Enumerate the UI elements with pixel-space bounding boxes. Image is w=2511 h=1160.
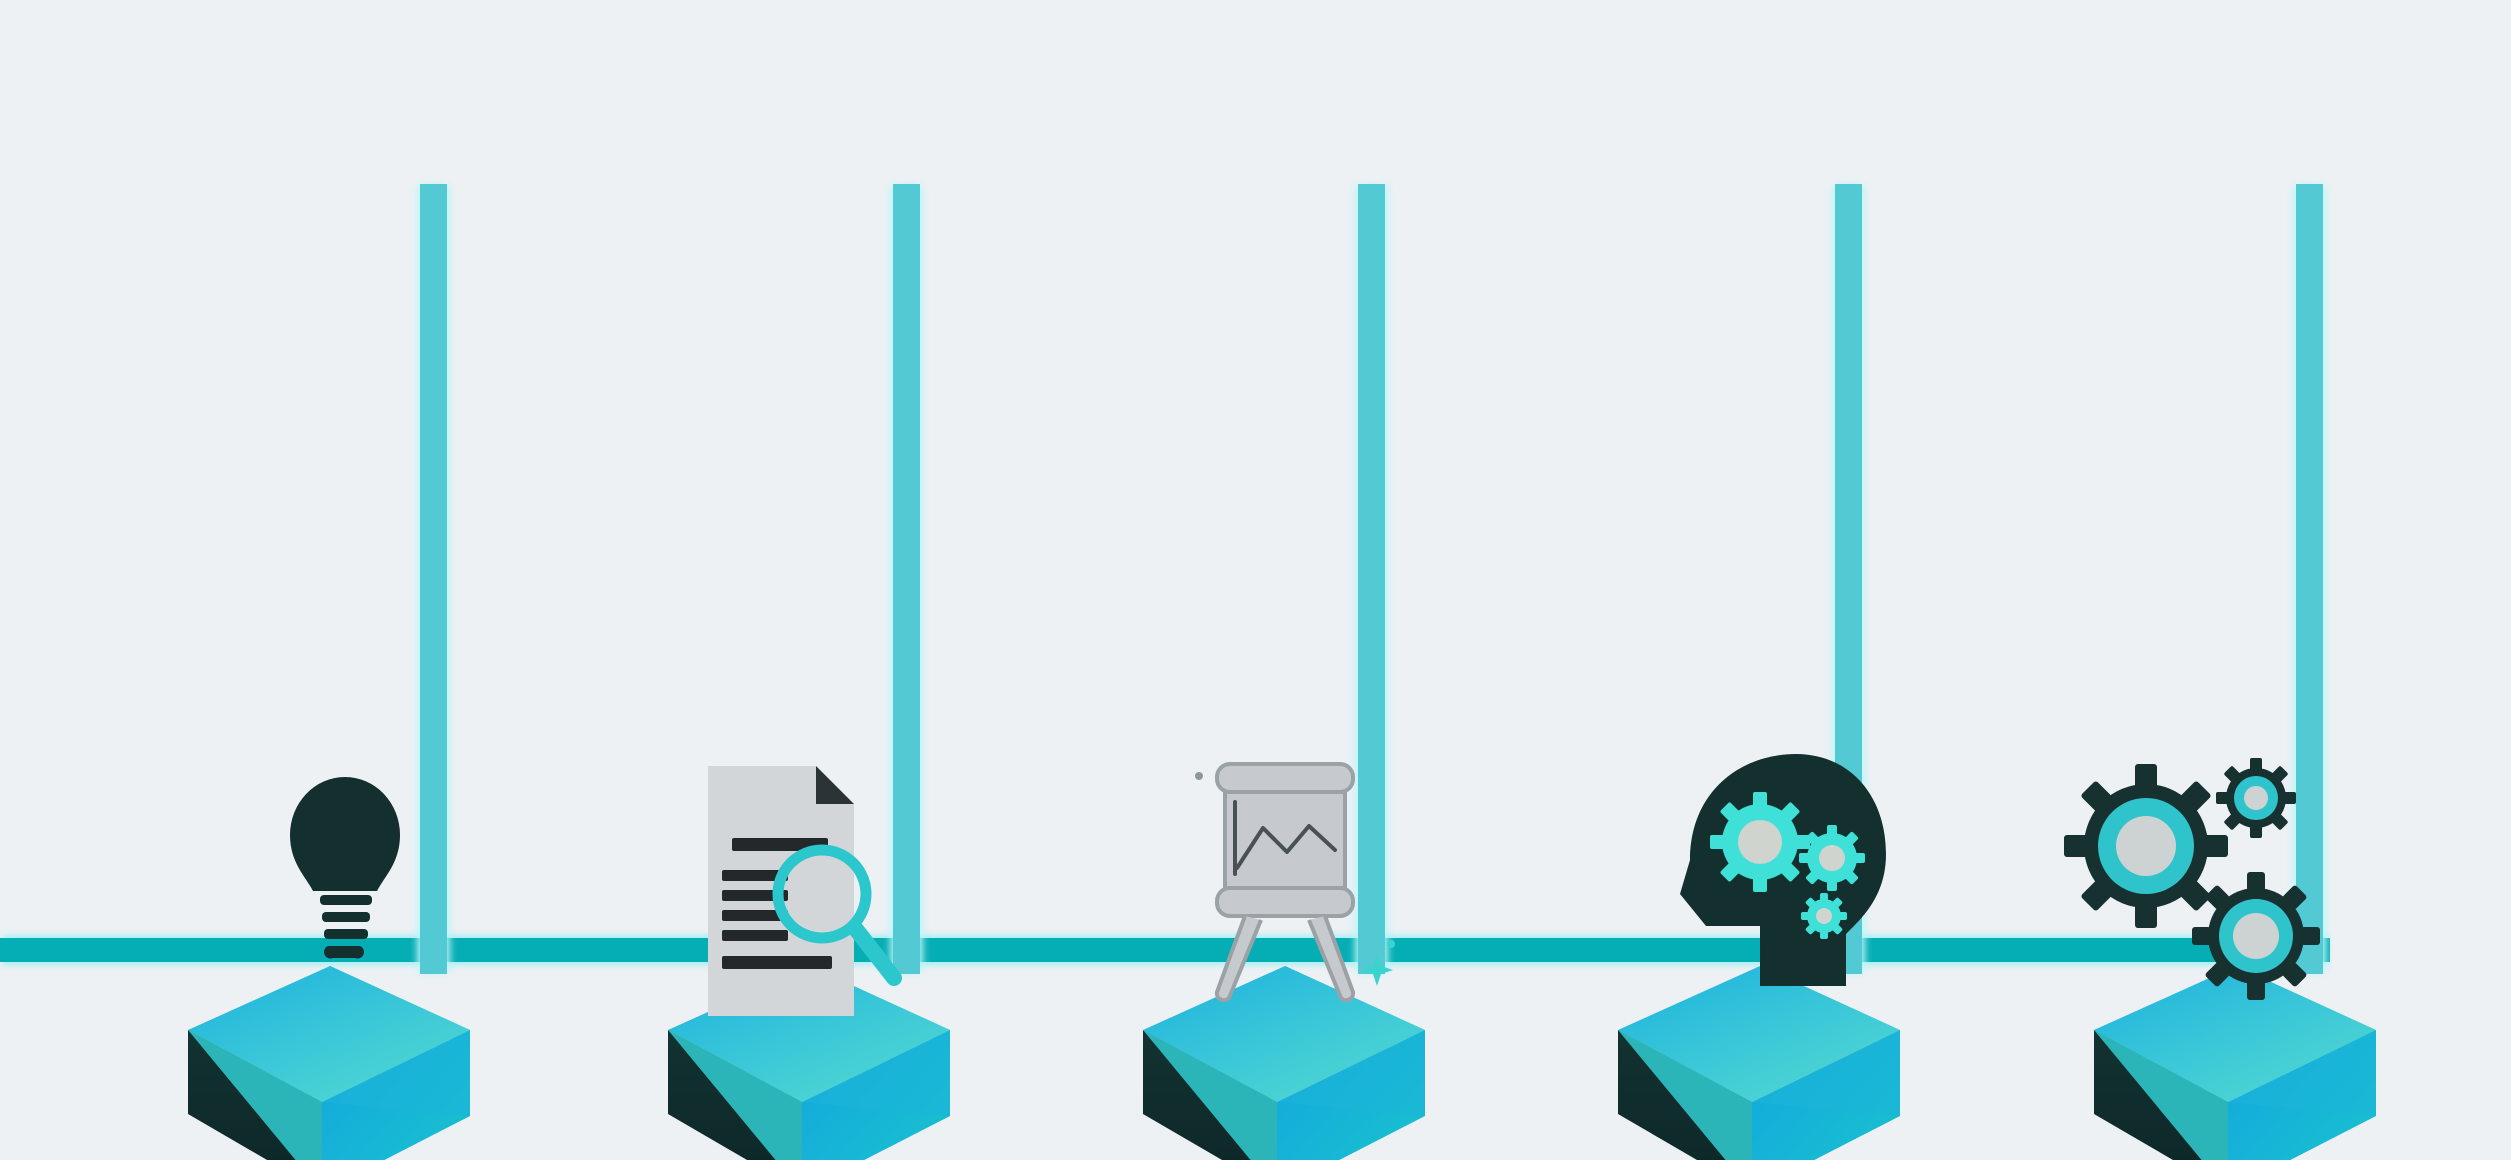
- stage-divider-1: [420, 184, 447, 974]
- node-operation: [2060, 730, 2400, 1160]
- node-feasability: [650, 730, 970, 1160]
- chart-easel-icon: [1143, 762, 1425, 1160]
- document-magnifier-icon: [668, 766, 950, 1160]
- node-concept: [170, 730, 490, 1160]
- stage-divider-3: [1358, 184, 1385, 974]
- gears-icon: [2064, 758, 2376, 1160]
- node-data: [1125, 730, 1445, 1160]
- lightbulb-icon: [188, 777, 470, 1160]
- node-development: [1600, 730, 1920, 1160]
- timeline-baseline: [0, 938, 2330, 962]
- stage-divider-5: [2296, 184, 2323, 974]
- head-gears-icon: [1618, 754, 1900, 1160]
- stage-divider-2: [893, 184, 920, 974]
